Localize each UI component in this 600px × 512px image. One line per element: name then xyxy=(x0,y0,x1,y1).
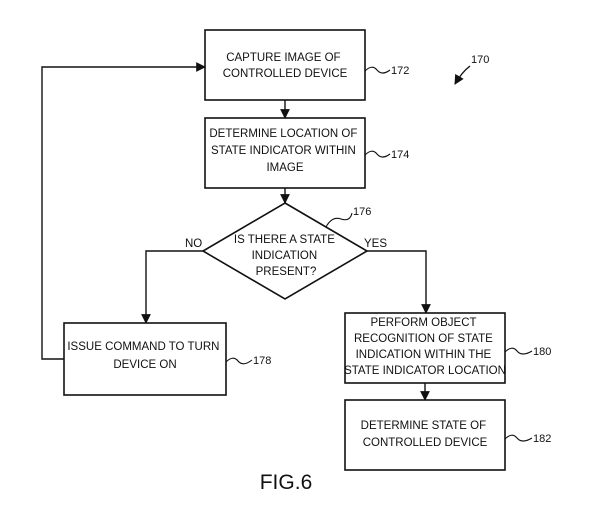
ref-178-leader xyxy=(225,357,253,365)
step-state-text: DETERMINE STATE OF CONTROLLED DEVICE xyxy=(361,420,490,449)
step-state-line-1: DETERMINE STATE OF xyxy=(361,420,486,432)
ref-180: 180 xyxy=(533,346,551,358)
step-capture-image: CAPTURE IMAGE OF CONTROLLED DEVICE 172 xyxy=(204,29,409,101)
step-capture-box xyxy=(204,29,366,101)
ref-176-leader xyxy=(325,212,353,228)
step-determine-location: DETERMINE LOCATION OF STATE INDICATOR WI… xyxy=(204,117,409,189)
step-state-box xyxy=(344,399,506,471)
step-recognition-text: PERFORM OBJECT RECOGNITION OF STATE INDI… xyxy=(344,317,506,377)
decision-text: IS THERE A STATE INDICATION PRESENT? xyxy=(234,234,338,278)
step-determine-state: DETERMINE STATE OF CONTROLLED DEVICE 182 xyxy=(344,399,551,471)
step-recognition-line-2: RECOGNITION OF STATE xyxy=(354,333,493,345)
arrow-loop-to-capture xyxy=(41,62,206,360)
step-issue-command: ISSUE COMMAND TO TURN DEVICE ON 178 xyxy=(63,322,271,396)
step-location-box xyxy=(204,117,366,189)
step-object-recognition: PERFORM OBJECT RECOGNITION OF STATE INDI… xyxy=(344,312,551,384)
step-issue-line-2: DEVICE ON xyxy=(113,359,176,371)
ref-174-leader xyxy=(364,150,391,158)
figure-ref-arrow xyxy=(454,65,471,85)
step-recognition-line-3: INDICATION WITHIN THE xyxy=(356,349,492,361)
step-capture-text: CAPTURE IMAGE OF CONTROLLED DEVICE xyxy=(223,52,348,80)
ref-172-leader xyxy=(364,66,391,74)
step-location-text: DETERMINE LOCATION OF STATE INDICATOR WI… xyxy=(209,128,360,174)
step-state-line-2: CONTROLLED DEVICE xyxy=(363,437,488,449)
step-recognition-line-1: PERFORM OBJECT xyxy=(370,317,476,329)
step-issue-text: ISSUE COMMAND TO TURN DEVICE ON xyxy=(67,341,222,371)
ref-182: 182 xyxy=(533,433,551,445)
step-recognition-line-4: STATE INDICATOR LOCATION xyxy=(344,365,506,377)
decision-state-indication: IS THERE A STATE INDICATION PRESENT? 176 xyxy=(201,202,371,300)
step-capture-line-1: CAPTURE IMAGE OF xyxy=(226,52,340,64)
ref-176: 176 xyxy=(353,206,371,218)
step-issue-box xyxy=(63,322,227,396)
ref-172: 172 xyxy=(391,65,409,77)
ref-174: 174 xyxy=(391,149,409,161)
step-issue-line-1: ISSUE COMMAND TO TURN xyxy=(67,341,219,353)
ref-178: 178 xyxy=(253,355,271,367)
figure-label: FIG.6 xyxy=(260,471,313,494)
step-location-line-3: IMAGE xyxy=(266,162,303,174)
step-location-line-2: STATE INDICATOR WITHIN xyxy=(211,145,356,157)
step-location-line-1: DETERMINE LOCATION OF xyxy=(209,128,357,140)
arrow-no-to-issue-command xyxy=(141,250,203,324)
branch-yes-label: YES xyxy=(364,238,387,250)
ref-182-leader xyxy=(504,434,533,442)
step-capture-line-2: CONTROLLED DEVICE xyxy=(223,68,348,80)
arrow-yes-to-recognition xyxy=(367,250,431,314)
branch-no-label: NO xyxy=(185,238,202,250)
ref-180-leader xyxy=(504,347,533,355)
decision-line-2: INDICATION xyxy=(252,250,318,262)
decision-line-1: IS THERE A STATE xyxy=(234,234,335,246)
step-recognition-box xyxy=(344,312,506,384)
decision-line-3: PRESENT? xyxy=(256,266,317,278)
figure-ref-170: 170 xyxy=(471,54,489,66)
